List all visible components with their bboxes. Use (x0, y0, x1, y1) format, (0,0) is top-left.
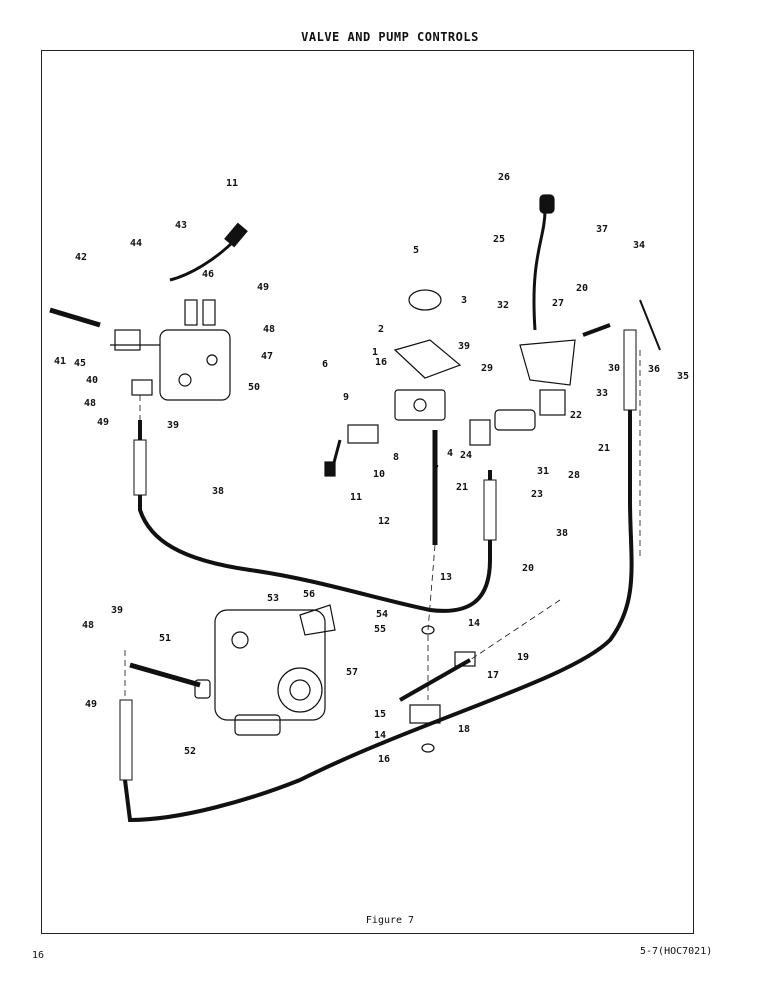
control-lever (169, 222, 248, 282)
callout-27: 27 (552, 298, 564, 309)
cable-38-right (123, 360, 634, 823)
callout-31: 31 (537, 466, 549, 477)
callout-49-bottom: 49 (85, 699, 97, 710)
page-number: 16 (32, 950, 45, 961)
callout-56: 56 (303, 589, 315, 600)
callout-15: 15 (374, 709, 386, 720)
callout-25: 25 (493, 234, 505, 245)
clevis-39 (131, 379, 153, 396)
callout-33: 33 (596, 388, 608, 399)
callout-28: 28 (568, 470, 580, 481)
callout-11-top: 11 (226, 178, 238, 189)
link-19 (399, 658, 471, 702)
figure-caption: Figure 7 (365, 915, 415, 926)
callout-19: 19 (517, 652, 529, 663)
bracket-53 (299, 604, 336, 636)
callout-35: 35 (677, 371, 689, 382)
callout-51: 51 (159, 633, 171, 644)
callout-18: 18 (458, 724, 470, 735)
callout-44: 44 (130, 238, 142, 249)
callout-55: 55 (374, 624, 386, 635)
callout-23: 23 (531, 489, 543, 500)
callout-37: 37 (596, 224, 608, 235)
callout-45: 45 (74, 358, 86, 369)
left-control-valve (110, 299, 231, 401)
cover-plate-assembly (324, 289, 462, 477)
callout-8: 8 (393, 452, 399, 463)
callout-1: 1 (372, 347, 378, 358)
callout-43: 43 (175, 220, 187, 231)
callout-49-right: 49 (257, 282, 269, 293)
callout-29: 29 (481, 363, 493, 374)
callout-57: 57 (346, 667, 358, 678)
callout-13: 13 (440, 572, 452, 583)
callout-39-bottom: 39 (111, 605, 123, 616)
callout-5: 5 (413, 245, 419, 256)
callout-26: 26 (498, 172, 510, 183)
callout-38-left: 38 (212, 486, 224, 497)
callout-22: 22 (570, 410, 582, 421)
callout-6: 6 (322, 359, 328, 370)
callout-38-right: 38 (556, 528, 568, 539)
callout-48-right: 48 (263, 324, 275, 335)
callout-50: 50 (248, 382, 260, 393)
callout-21-right: 21 (598, 443, 610, 454)
callout-52: 52 (184, 746, 196, 757)
callout-41: 41 (54, 356, 66, 367)
page-title: VALVE AND PUMP CONTROLS (301, 30, 479, 44)
callout-39-left: 39 (167, 420, 179, 431)
figure-frame (41, 50, 694, 934)
callout-46: 46 (202, 269, 214, 280)
callout-40: 40 (86, 375, 98, 386)
callout-54: 54 (376, 609, 388, 620)
callout-9: 9 (343, 392, 349, 403)
callout-42: 42 (75, 252, 87, 263)
rod-41 (49, 307, 101, 328)
callout-3: 3 (461, 295, 467, 306)
callout-20-top: 20 (576, 283, 588, 294)
callout-10: 10 (373, 469, 385, 480)
callout-24: 24 (460, 450, 472, 461)
callout-4: 4 (447, 448, 453, 459)
callout-20-mid: 20 (522, 563, 534, 574)
lever-51 (129, 662, 201, 688)
hydraulic-pump (214, 609, 326, 736)
callout-21-left: 21 (456, 482, 468, 493)
document-code: 5-7(HOC7021) (640, 946, 713, 957)
right-linkage (469, 194, 661, 446)
callout-14-upper: 14 (468, 618, 480, 629)
callout-2: 2 (378, 324, 384, 335)
callout-16-bottom: 16 (378, 754, 390, 765)
callout-17: 17 (487, 670, 499, 681)
callout-47: 47 (261, 351, 273, 362)
callout-7: 7 (433, 464, 439, 475)
callout-36: 36 (648, 364, 660, 375)
callout-14-lower: 14 (374, 730, 386, 741)
callout-32: 32 (497, 300, 509, 311)
callout-12: 12 (378, 516, 390, 527)
callout-34: 34 (633, 240, 645, 251)
callout-11-mid: 11 (350, 492, 362, 503)
callout-49-left: 49 (97, 417, 109, 428)
callout-53: 53 (267, 593, 279, 604)
cable-38-left (138, 420, 492, 613)
callout-16-top: 16 (375, 357, 387, 368)
callout-48-bottom: 48 (82, 620, 94, 631)
callout-48-left: 48 (84, 398, 96, 409)
callout-39-center: 39 (458, 341, 470, 352)
callout-30: 30 (608, 363, 620, 374)
